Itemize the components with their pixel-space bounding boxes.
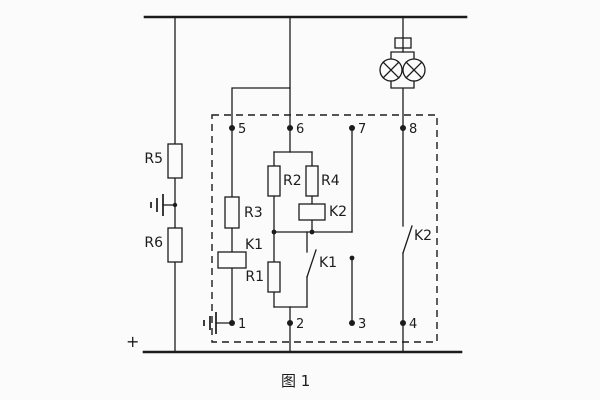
junction-dot (309, 229, 315, 235)
fuse-icon (394, 37, 412, 49)
resistor-r3-label: R3 (244, 205, 263, 221)
resistor-r5-body (167, 143, 183, 179)
terminal-dots (229, 125, 406, 326)
resistor-r2-body (267, 165, 281, 197)
terminal-6-dot (287, 125, 293, 131)
resistor-r4-label: R4 (321, 173, 340, 189)
terminal5-feed-wire (231, 87, 291, 129)
terminal-6-label: 6 (296, 122, 304, 137)
left-rail-branch: R5 R6 (144, 16, 183, 353)
lamp-right-cross-icon (405, 61, 423, 79)
junction-dot (271, 229, 277, 235)
junction-dot (349, 255, 355, 261)
terminal-1-label: 1 (238, 317, 246, 332)
polarity-plus-label: + (126, 332, 139, 351)
resistor-r1-body (267, 261, 281, 293)
terminal-5-dot (229, 125, 235, 131)
terminal-4-label: 4 (409, 317, 417, 332)
resistor-r1-label: R1 (245, 269, 264, 285)
figure-caption: 图 1 (281, 372, 310, 390)
lamp-split-wire (390, 51, 415, 60)
resistor-r3-body (224, 196, 240, 229)
middle-network: R2 R4 K2 R1 K1 (245, 127, 353, 353)
k1-coil-label: K1 (245, 237, 263, 253)
resistor-r4-body (305, 165, 319, 197)
resistor-r6-body (167, 227, 183, 263)
k2-contact-branch: K2 (402, 127, 432, 353)
k2-contact-blade (402, 225, 413, 254)
terminal-5-label: 5 (238, 122, 246, 137)
terminal-8-dot (400, 125, 406, 131)
terminal-1-dot (229, 320, 235, 326)
k2-contact-label: K2 (414, 228, 432, 244)
lamp-join-wire (390, 80, 415, 129)
relay-enclosure-box (211, 114, 438, 343)
ground-icon (150, 194, 164, 216)
terminal-3-dot (349, 320, 355, 326)
signal-lamp-branch (379, 16, 426, 129)
terminal-2-label: 2 (296, 317, 304, 332)
k2-coil-body (298, 203, 326, 221)
terminal-7-label: 7 (358, 122, 366, 137)
terminal-3-label: 3 (358, 317, 366, 332)
k1-coil-body (217, 251, 247, 269)
k1-coil-branch: R3 K1 (203, 127, 263, 334)
terminal-4-dot (400, 320, 406, 326)
lamp-left-cross-icon (382, 61, 400, 79)
terminal-2-dot (287, 320, 293, 326)
terminal-7-dot (349, 125, 355, 131)
k1-contact-label: K1 (319, 255, 337, 271)
resistor-r5-label: R5 (144, 151, 163, 167)
terminal-labels: 5 6 7 8 1 2 3 4 (238, 122, 417, 332)
k2-coil-label: K2 (329, 204, 347, 220)
resistor-r2-label: R2 (283, 173, 302, 189)
terminal-8-label: 8 (409, 122, 417, 137)
k1-contact-blade (306, 249, 317, 278)
resistor-r6-label: R6 (144, 235, 163, 251)
ground-icon-terminal1 (203, 312, 217, 334)
junction-dot (172, 202, 178, 208)
